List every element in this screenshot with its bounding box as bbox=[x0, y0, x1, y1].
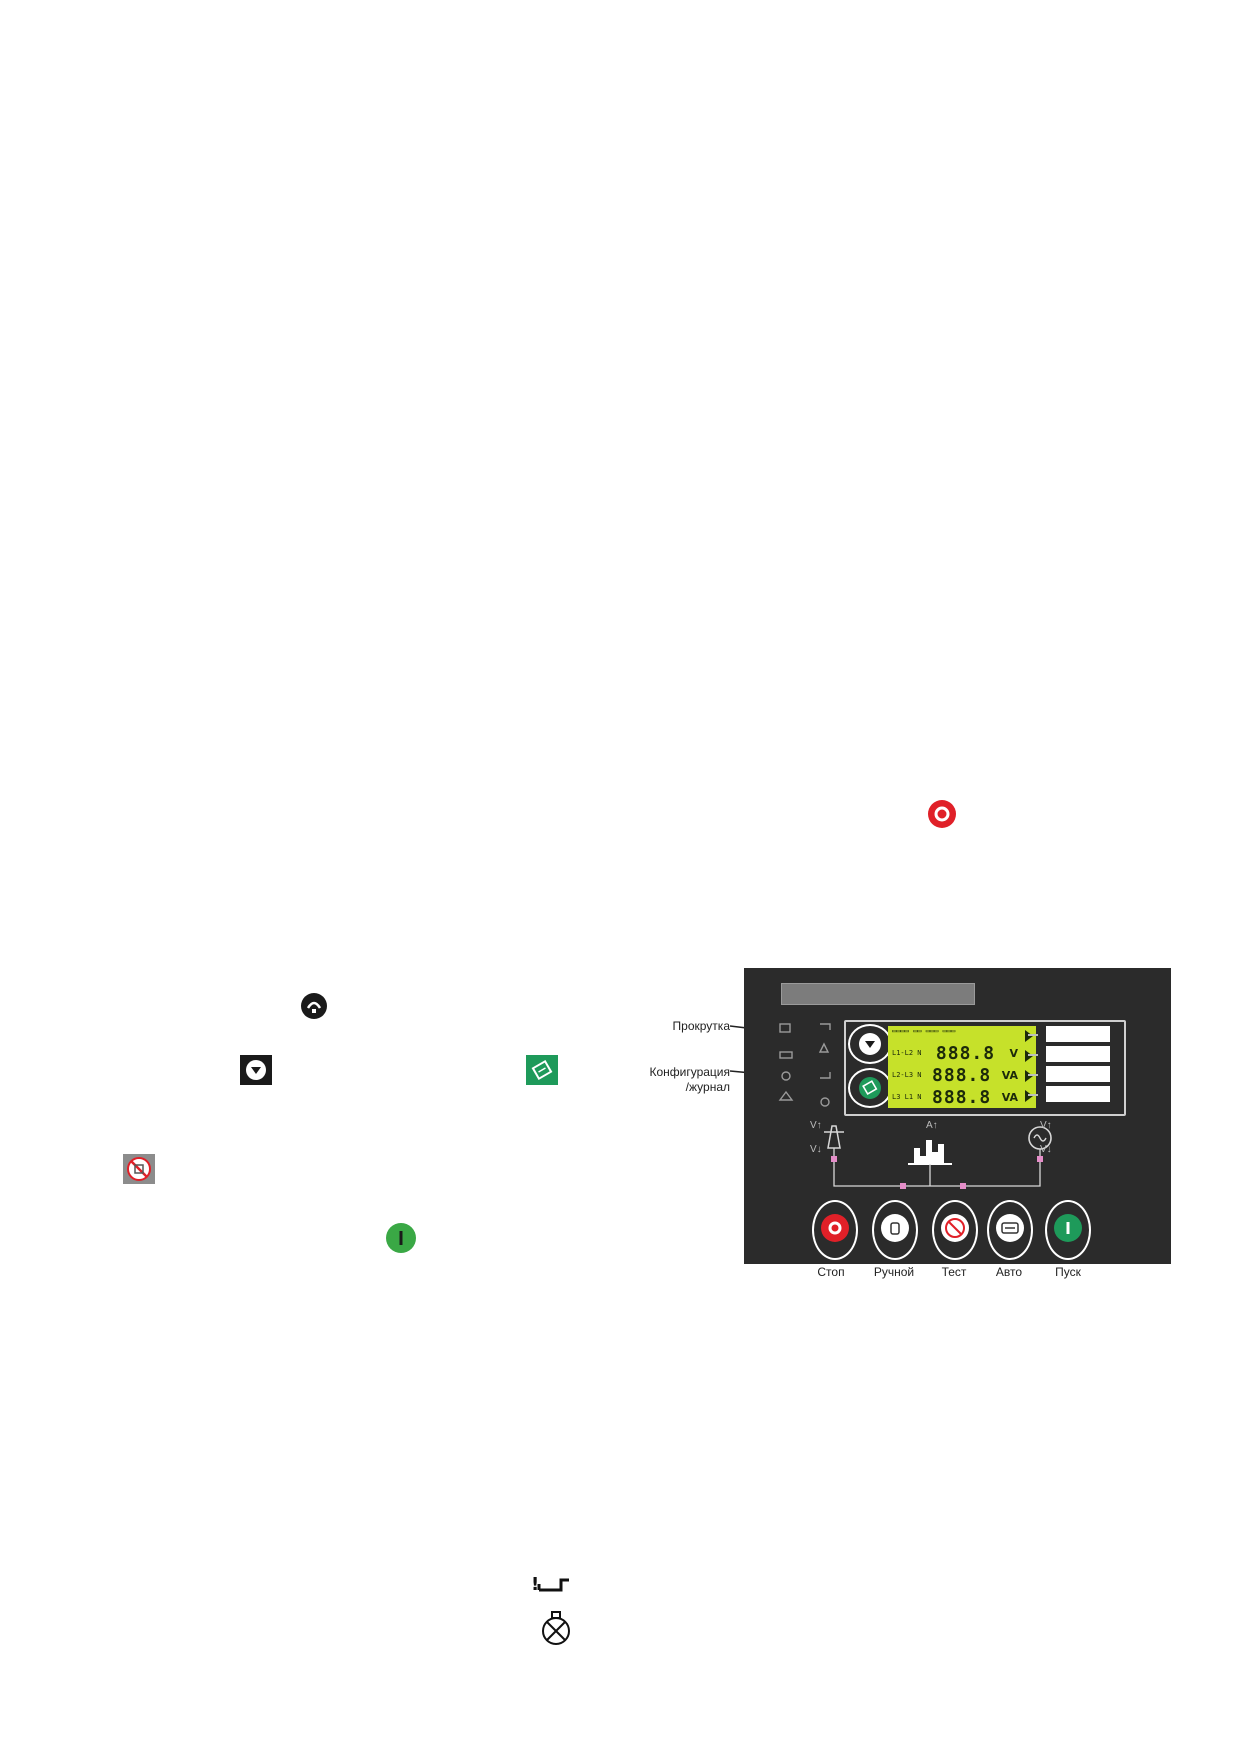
manual-button-label: Ручной bbox=[873, 1265, 915, 1279]
config-log-icon bbox=[526, 1055, 558, 1085]
lcd-row-2: L2-L3 N 888.8 VA bbox=[892, 1064, 1018, 1086]
oil-pressure-icon: ! bbox=[529, 1572, 573, 1596]
left-status-icons bbox=[778, 1023, 831, 1107]
auto-button[interactable] bbox=[987, 1200, 1033, 1260]
start-button-label: Пуск bbox=[1055, 1265, 1081, 1279]
stop-icon bbox=[927, 799, 957, 829]
label-slot-3 bbox=[1046, 1066, 1110, 1082]
lcd-row-1: L1-L2 N 888.8 V bbox=[892, 1042, 1018, 1064]
start-icon bbox=[385, 1222, 417, 1254]
test-icon bbox=[123, 1154, 155, 1184]
start-button[interactable] bbox=[1045, 1200, 1091, 1260]
lcd-arrow-column bbox=[1022, 1026, 1036, 1108]
stop-button[interactable] bbox=[812, 1200, 858, 1260]
gen-voltage-low-label: V↓ bbox=[1040, 1144, 1052, 1155]
lcd-frame: ▭▭▭▭ ▭▭ ▭▭▭ ▭▭▭ L1-L2 N 888.8 V L2-L3 N … bbox=[844, 1020, 1126, 1116]
scroll-down-icon bbox=[240, 1055, 272, 1085]
label-slot-2 bbox=[1046, 1046, 1110, 1062]
auto-button-label: Авто bbox=[995, 1265, 1023, 1279]
stop-button-label: Стоп bbox=[817, 1265, 845, 1279]
test-icon bbox=[941, 1214, 969, 1242]
panel-title-bar bbox=[781, 983, 975, 1005]
lcd-row-3: L3 L1 N 888.8 VA bbox=[892, 1086, 1018, 1108]
gen-voltage-high-label: V↑ bbox=[1040, 1120, 1052, 1131]
auto-icon bbox=[996, 1214, 1024, 1242]
mains-voltage-high-label: V↑ bbox=[810, 1120, 822, 1131]
controller-panel: ▭▭▭▭ ▭▭ ▭▭▭ ▭▭▭ L1-L2 N 888.8 V L2-L3 N … bbox=[744, 968, 1171, 1264]
scroll-callout-label: Прокрутка bbox=[672, 1019, 730, 1033]
test-button[interactable] bbox=[932, 1200, 978, 1260]
mimic-diagram bbox=[824, 1125, 1052, 1189]
mains-voltage-low-label: V↓ bbox=[810, 1144, 822, 1155]
manual-button[interactable] bbox=[872, 1200, 918, 1260]
hand-icon bbox=[881, 1214, 909, 1242]
load-current-label: A↑ bbox=[926, 1120, 938, 1131]
label-slot-4 bbox=[1046, 1086, 1110, 1102]
test-button-label: Тест bbox=[941, 1265, 967, 1279]
horn-mute-icon bbox=[299, 991, 329, 1021]
label-slot-1 bbox=[1046, 1026, 1110, 1042]
stop-icon bbox=[821, 1214, 849, 1242]
svg-text:!: ! bbox=[531, 1574, 539, 1595]
config-callout-label: Конфигурация /журнал bbox=[649, 1065, 730, 1094]
engine-fault-icon bbox=[538, 1610, 574, 1648]
lcd-display: ▭▭▭▭ ▭▭ ▭▭▭ ▭▭▭ L1-L2 N 888.8 V L2-L3 N … bbox=[888, 1026, 1022, 1108]
start-icon bbox=[1054, 1214, 1082, 1242]
